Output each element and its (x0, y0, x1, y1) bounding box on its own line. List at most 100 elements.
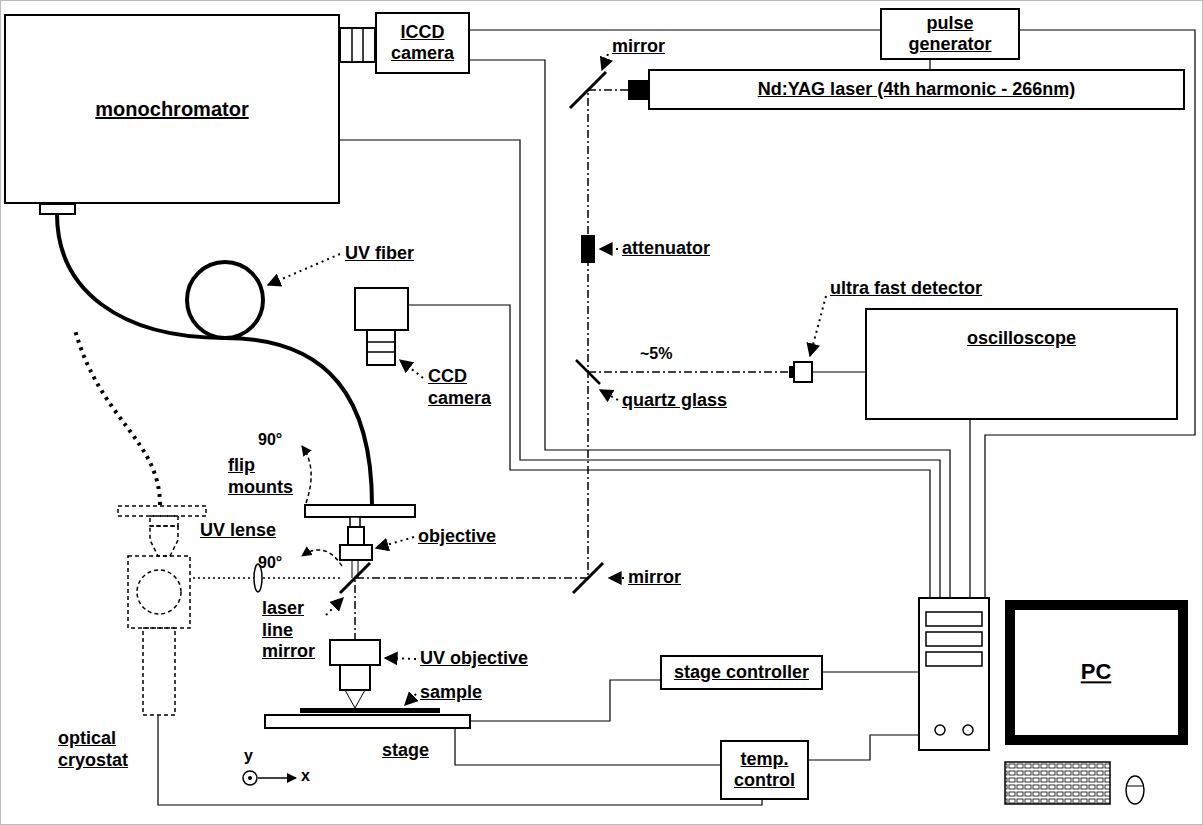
focus-cone (345, 690, 365, 708)
leader-line (400, 360, 423, 378)
lens-ring (367, 341, 395, 343)
heater-cable (455, 728, 720, 765)
wire (470, 29, 880, 30)
cryostat-part (150, 516, 178, 526)
wire (809, 735, 918, 760)
uv-objective (330, 640, 380, 665)
part-label: UV fiber (345, 243, 414, 265)
leader-line (385, 658, 416, 659)
detector-window (789, 366, 794, 378)
quartz-glass (576, 360, 600, 384)
leader-line (600, 248, 618, 250)
node-label: pulse generator (900, 13, 1000, 54)
fiber-tip (350, 517, 360, 527)
flange-line (362, 28, 364, 62)
part-label: objective (418, 526, 496, 548)
objective (348, 527, 364, 545)
power-button (963, 725, 973, 735)
cryostat-body (128, 556, 190, 628)
node-label: temp. control (727, 749, 802, 790)
part-label: 90° (258, 430, 282, 449)
lens-ring (367, 351, 395, 353)
part-label: ultra fast detector (830, 278, 982, 300)
emission-path (352, 560, 353, 578)
part-label: flip mounts (228, 455, 300, 498)
part-label: quartz glass (622, 390, 727, 412)
signal-cable (812, 371, 865, 372)
cryostat-mount (118, 506, 206, 516)
alt-fiber (75, 330, 160, 505)
part-label: CCD camera (428, 366, 503, 409)
leader-line (326, 598, 343, 615)
laser-beam (355, 90, 628, 640)
node-label: ICCD camera (387, 22, 459, 63)
part-label: y (244, 746, 253, 765)
part-label: stage (382, 740, 429, 762)
camera-cable (408, 305, 930, 597)
part-label: ~5% (640, 344, 672, 363)
node-label: PC (1081, 659, 1112, 684)
part-label: optical cryostat (58, 728, 148, 771)
fiber-coil (187, 262, 263, 338)
flange-line (351, 28, 353, 62)
leader-line (810, 296, 826, 356)
optical-cryostat (118, 506, 206, 715)
part-label: attenuator (622, 238, 710, 260)
instrument-box: stage controller (660, 655, 823, 690)
instrument-box: temp. control (720, 740, 809, 800)
leader-line (268, 254, 340, 285)
drive-bay (926, 652, 982, 666)
leader-line (376, 537, 414, 548)
fast-detector (794, 362, 812, 382)
y-axis (243, 771, 257, 785)
computer: PC (918, 597, 1188, 807)
node-label: monochromator (95, 98, 248, 121)
camera-flange (340, 28, 375, 62)
instrument-box: pulse generator (880, 8, 1020, 60)
part-label: UV objective (420, 648, 528, 670)
leader-line (602, 54, 608, 70)
instrument-box: oscilloscope (865, 308, 1178, 420)
leader-line (609, 577, 624, 579)
cryostat-cable (158, 715, 762, 805)
instrument-box: ICCD camera (375, 12, 470, 74)
part-label: mirror (628, 567, 681, 589)
stage (265, 715, 470, 728)
uv-fiber (225, 338, 372, 505)
drive-bay (926, 612, 982, 626)
cryostat-window (137, 570, 181, 614)
laser-output (628, 80, 648, 100)
instrument-box: monochromator (4, 14, 340, 204)
mouse-button (1126, 786, 1144, 787)
monitor-screen (1015, 610, 1178, 735)
uv-fiber (57, 214, 225, 338)
part-label: x (301, 766, 310, 785)
mouse (1126, 776, 1144, 804)
wire (969, 420, 970, 597)
node-label: Nd:YAG laser (4th harmonic - 266nm) (758, 79, 1075, 100)
flip-arrow (302, 550, 342, 566)
part-label: sample (420, 682, 482, 704)
x-axis (258, 777, 296, 779)
reference-beam (588, 371, 790, 373)
part-label: laser line mirror (262, 598, 326, 663)
uv-objective (340, 665, 370, 690)
part-label: UV lense (200, 520, 276, 542)
laser-line-mirror (340, 563, 370, 593)
flip-mount (305, 505, 415, 517)
monitor (1005, 600, 1188, 745)
power-button (935, 725, 945, 735)
attenuator (581, 235, 595, 263)
keyboard (1005, 762, 1110, 804)
cryostat-beam (190, 577, 340, 579)
mirror (570, 72, 606, 108)
mirror (573, 563, 603, 593)
wire (929, 60, 930, 69)
wire (823, 671, 918, 672)
instrument-box: Nd:YAG laser (4th harmonic - 266nm) (648, 69, 1185, 110)
leader-lines (268, 54, 826, 705)
stage-cable (470, 680, 660, 721)
flip-arrow (302, 446, 311, 503)
pc-tower (919, 598, 989, 750)
